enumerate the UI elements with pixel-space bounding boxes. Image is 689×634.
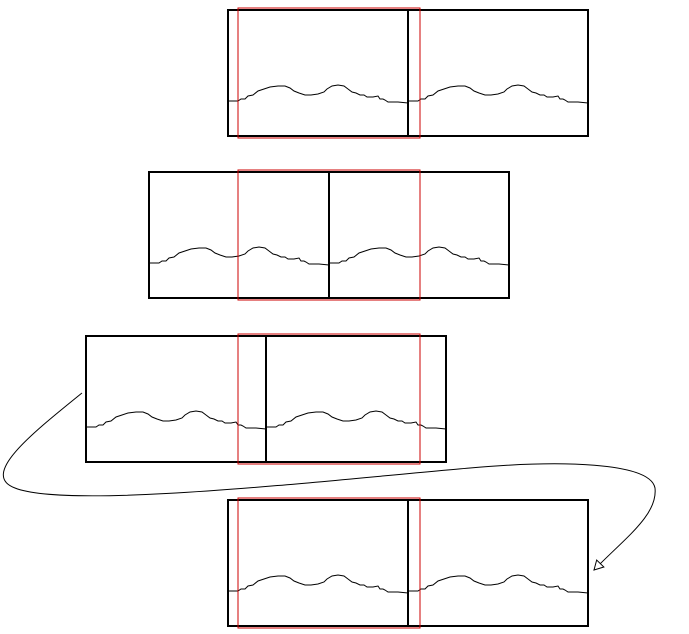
scroll-step-1 xyxy=(227,7,589,139)
viewport-window xyxy=(237,497,421,629)
background-tile-right xyxy=(265,335,447,463)
background-tile-left xyxy=(227,499,409,627)
loop-back-arrow xyxy=(2,392,656,571)
tile-frame xyxy=(265,335,447,463)
terrain-wave xyxy=(86,410,267,430)
tile-frame xyxy=(227,499,409,627)
tile-frame xyxy=(85,335,267,463)
terrain-wave xyxy=(408,84,589,104)
scroll-step-3 xyxy=(85,333,447,465)
scroll-step-2 xyxy=(148,169,510,301)
terrain-wave xyxy=(228,574,409,594)
background-tile-right xyxy=(407,9,589,137)
background-tile-right xyxy=(407,499,589,627)
terrain-wave xyxy=(408,574,589,594)
viewport-window xyxy=(237,7,421,139)
background-tile-left xyxy=(148,171,330,299)
tile-frame xyxy=(407,499,589,627)
terrain-wave xyxy=(149,246,330,266)
terrain-wave xyxy=(329,246,510,266)
viewport-window xyxy=(237,169,421,301)
tile-frame xyxy=(227,9,409,137)
viewport-window xyxy=(237,333,421,465)
background-tile-left xyxy=(227,9,409,137)
tile-frame xyxy=(148,171,330,299)
tile-frame xyxy=(328,171,510,299)
background-tile-right xyxy=(328,171,510,299)
scroll-step-4 xyxy=(227,497,589,629)
terrain-wave xyxy=(228,84,409,104)
tile-frame xyxy=(407,9,589,137)
terrain-wave xyxy=(266,410,447,430)
background-tile-left xyxy=(85,335,267,463)
